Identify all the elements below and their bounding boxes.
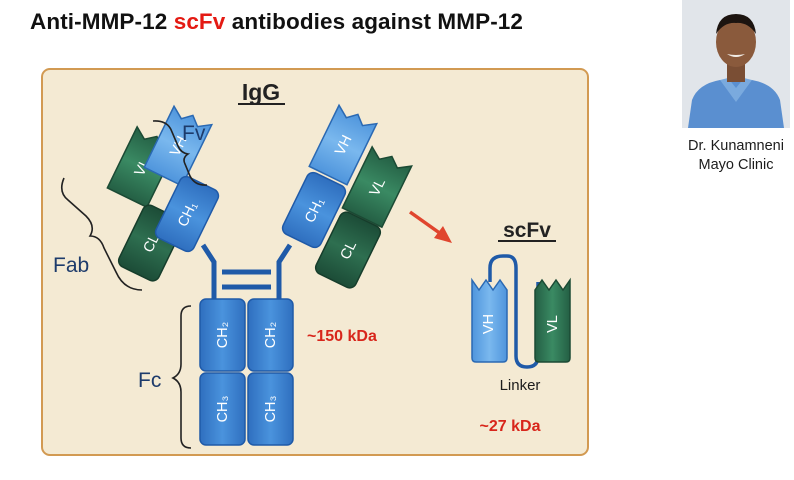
right-cl-label: CL (338, 239, 361, 263)
fab-label: Fab (53, 254, 89, 277)
fab-brace (60, 177, 143, 291)
right-vl-domain: VL (341, 145, 413, 229)
fc-brace (171, 305, 192, 449)
ch3-label-left: CH₃ (215, 395, 231, 422)
fc-region: CH₂ CH₂ CH₃ CH₃ (199, 298, 294, 446)
speaker-photo (682, 0, 790, 128)
title-highlight-scfv: scFv (173, 9, 226, 34)
scfv-linker-loop (488, 254, 540, 369)
arrow-to-scfv (408, 210, 452, 243)
ch2-domain-left: CH₂ (199, 298, 246, 372)
slide-title: Anti-MMP-12 scFv antibodies against MMP-… (30, 9, 523, 35)
scfv-vl-label: VL (545, 315, 561, 333)
right-vh-domain: VH (308, 103, 379, 186)
ch2-label-right: CH₂ (263, 322, 279, 349)
scfv-vl-domain: VL (534, 277, 571, 363)
ch3-domain-left: CH₃ (199, 372, 246, 446)
right-cl-domain: CL (314, 211, 382, 289)
hinge-arms (200, 243, 293, 305)
hinge-region (222, 269, 271, 290)
ch3-label-right: CH₃ (263, 395, 279, 422)
right-vh-label: VH (332, 133, 355, 158)
ch2-domain-right: CH₂ (247, 298, 294, 372)
title-text-start: Anti-MMP-12 (30, 9, 174, 34)
fv-brace (152, 120, 208, 186)
ch2-label-left: CH₂ (215, 322, 231, 349)
linker-label: Linker (500, 377, 541, 394)
right-ch1-domain: CH₁ (281, 171, 347, 249)
igg-label: IgG (242, 79, 280, 105)
speaker-portrait-image (682, 0, 790, 128)
ch3-domain-right: CH₃ (247, 372, 294, 446)
title-text-end: antibodies against MMP-12 (225, 9, 524, 34)
scfv-label: scFv (503, 219, 551, 242)
right-vl-label: VL (367, 176, 389, 199)
speaker-name: Dr. Kunamneni (688, 138, 784, 154)
igg-mass-label: ~150 kDa (307, 328, 377, 345)
scfv-vh-domain: VH (471, 277, 508, 363)
fc-label: Fc (138, 369, 161, 392)
left-ch1-domain: CH₁ (154, 175, 220, 253)
speaker-affiliation: Mayo Clinic (698, 157, 774, 173)
fv-label: Fv (182, 122, 206, 145)
scfv-vh-label: VH (481, 314, 497, 334)
scfv-mass-label: ~27 kDa (480, 418, 541, 435)
